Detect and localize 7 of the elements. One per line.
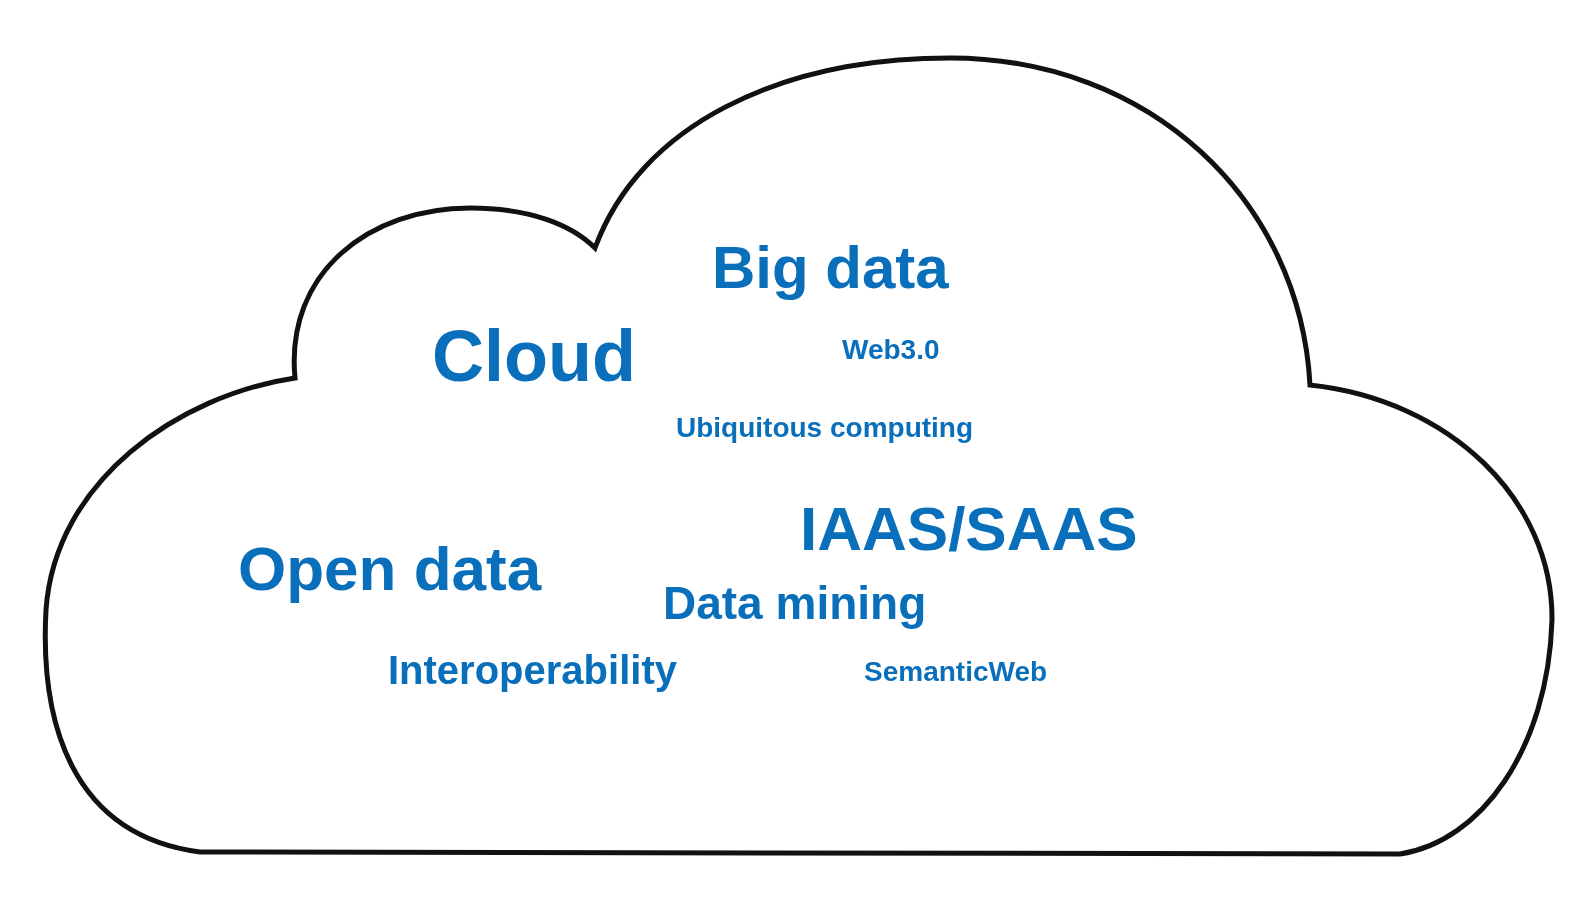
cloud-word: SemanticWeb <box>864 658 1048 686</box>
cloud-word: IAAS/SAAS <box>800 498 1138 560</box>
cloud-word: Web3.0 <box>842 336 940 364</box>
cloud-word: Cloud <box>432 320 636 392</box>
cloud-word: Interoperability <box>388 650 677 690</box>
cloud-word: Ubiquitous computing <box>676 414 974 442</box>
cloud-word: Big data <box>712 238 949 298</box>
